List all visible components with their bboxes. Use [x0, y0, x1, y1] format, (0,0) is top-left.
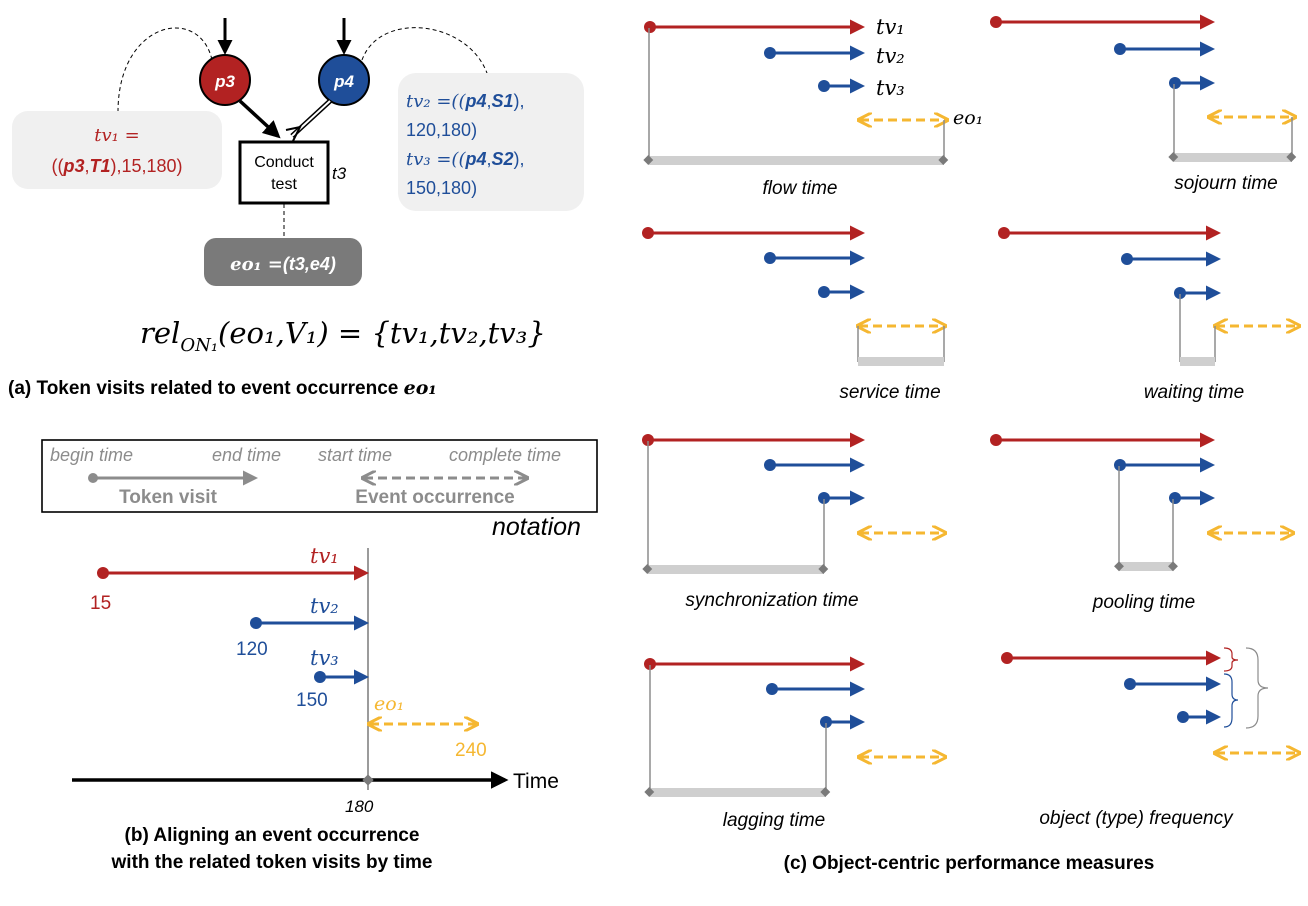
rel-formula: relON₁(eo₁,V₁) = {tv₁,tv₂,tv₃} [140, 316, 546, 356]
place-p4-label: p4 [333, 72, 354, 91]
b-value-240: 240 [455, 740, 487, 761]
measure-pooling-time: pooling time [990, 432, 1292, 613]
sojourn-label: sojourn time [1174, 173, 1278, 194]
pooling-label: pooling time [1092, 592, 1195, 613]
waiting-duration-bar [1180, 357, 1215, 366]
b-value-15: 15 [90, 593, 111, 614]
measure-lagging-time: lagging time [644, 656, 944, 831]
notation-start-time: start time [318, 445, 392, 465]
lagging-duration-bar [650, 788, 826, 797]
flow-tv1-label: tv₁ [876, 15, 905, 39]
arc-p3-to-t3 [238, 99, 281, 139]
b-axis-label: Time [513, 770, 559, 793]
transition-label-line2: test [271, 176, 297, 193]
tv3-line1: tv₃ =((p4,S2), [406, 149, 525, 170]
b-tv2-label: tv₂ [310, 594, 339, 618]
tv1-box [12, 111, 222, 189]
measure-flow-time: tv₁ tv₂ tv₃ eo₁ flow time [643, 15, 983, 199]
b-eo1-label: eo₁ [374, 693, 404, 715]
pooling-diamond-left [1114, 561, 1124, 572]
eo1-box-text: eo₁ =(t3,e4) [230, 254, 336, 275]
measure-waiting-time: waiting time [998, 225, 1298, 403]
notation-title: notation [492, 513, 581, 541]
sync-diamond-right [818, 564, 829, 574]
place-p3-label: p3 [214, 72, 235, 91]
measure-service-time: service time [642, 225, 944, 403]
tv1-box-line1: tv₁ = [94, 125, 139, 146]
freq-gray-brace [1245, 647, 1269, 729]
connector-tv2 [361, 27, 489, 77]
waiting-label: waiting time [1144, 382, 1244, 403]
freq-blue-brace [1223, 673, 1239, 728]
notation-token-visit-label: Token visit [119, 487, 218, 508]
tv3-line2: 150,180) [406, 178, 477, 198]
b-tv1-label: tv₁ [310, 544, 339, 568]
measure-sojourn-time: sojourn time [990, 14, 1296, 194]
freq-label: object (type) frequency [1039, 808, 1234, 829]
service-duration-bar [858, 357, 944, 366]
notation-box: begin time end time start time complete … [41, 439, 598, 541]
service-label: service time [839, 382, 940, 403]
tv1-box-line2: ((p3,T1),15,180) [51, 156, 182, 176]
panel-c: tv₁ tv₂ tv₃ eo₁ flow time so [642, 14, 1298, 874]
notation-event-occurrence-label: Event occurrence [355, 487, 514, 508]
connector-tv1 [117, 27, 213, 113]
b-axis-mark-180 [362, 774, 374, 786]
notation-end-time: end time [212, 445, 281, 465]
tv2-line1: tv₂ =((p4,S1), [406, 91, 525, 112]
tv2-line2: 120,180) [406, 120, 477, 140]
panel-a: p3 p4 Conduct test t3 tv₁ = ((p3,T1),15,… [8, 18, 584, 399]
transition-id: t3 [332, 164, 347, 183]
transition-label-line1: Conduct [254, 154, 314, 171]
caption-b-line2: with the related token visits by time [111, 852, 433, 873]
b-value-180: 180 [345, 797, 374, 816]
caption-c: (c) Object-centric performance measures [784, 853, 1155, 874]
transition-t3 [238, 140, 330, 205]
lagging-diamond-left [644, 787, 655, 797]
flow-tv3-label: tv₃ [876, 76, 905, 100]
flow-tv2-label: tv₂ [876, 44, 905, 68]
notation-begin-time: begin time [50, 445, 133, 465]
sync-duration-bar [648, 565, 824, 574]
lagging-label: lagging time [723, 810, 825, 831]
place-p3 [199, 54, 251, 106]
caption-a: (a) Token visits related to event occurr… [8, 377, 437, 399]
panel-b: tv₁ 15 tv₂ 120 tv₃ 150 eo₁ 240 Time 180 … [72, 544, 559, 873]
caption-b-line1: (b) Aligning an event occurrence [125, 825, 420, 846]
freq-red-brace [1223, 647, 1239, 672]
b-tv3-label: tv₃ [310, 646, 339, 670]
sync-diamond-left [642, 564, 653, 574]
measure-object-frequency: object (type) frequency [1001, 647, 1298, 829]
sync-label: synchronization time [685, 590, 858, 611]
arc-p4-arrowhead [285, 125, 302, 142]
b-value-120: 120 [236, 639, 268, 660]
sojourn-duration-bar [1174, 153, 1292, 162]
eo1-box [204, 238, 362, 286]
lagging-diamond-right [820, 787, 831, 797]
measure-synchronization-time: synchronization time [642, 432, 944, 611]
notation-complete-time: complete time [449, 445, 561, 465]
flow-duration-bar [649, 156, 944, 165]
b-value-150: 150 [296, 690, 328, 711]
tv2-tv3-box [398, 73, 584, 211]
pooling-duration-bar [1119, 562, 1173, 571]
pooling-diamond-right [1168, 561, 1178, 572]
flow-eo1-label: eo₁ [953, 107, 983, 129]
flow-label: flow time [763, 178, 838, 199]
place-p4 [318, 54, 370, 106]
